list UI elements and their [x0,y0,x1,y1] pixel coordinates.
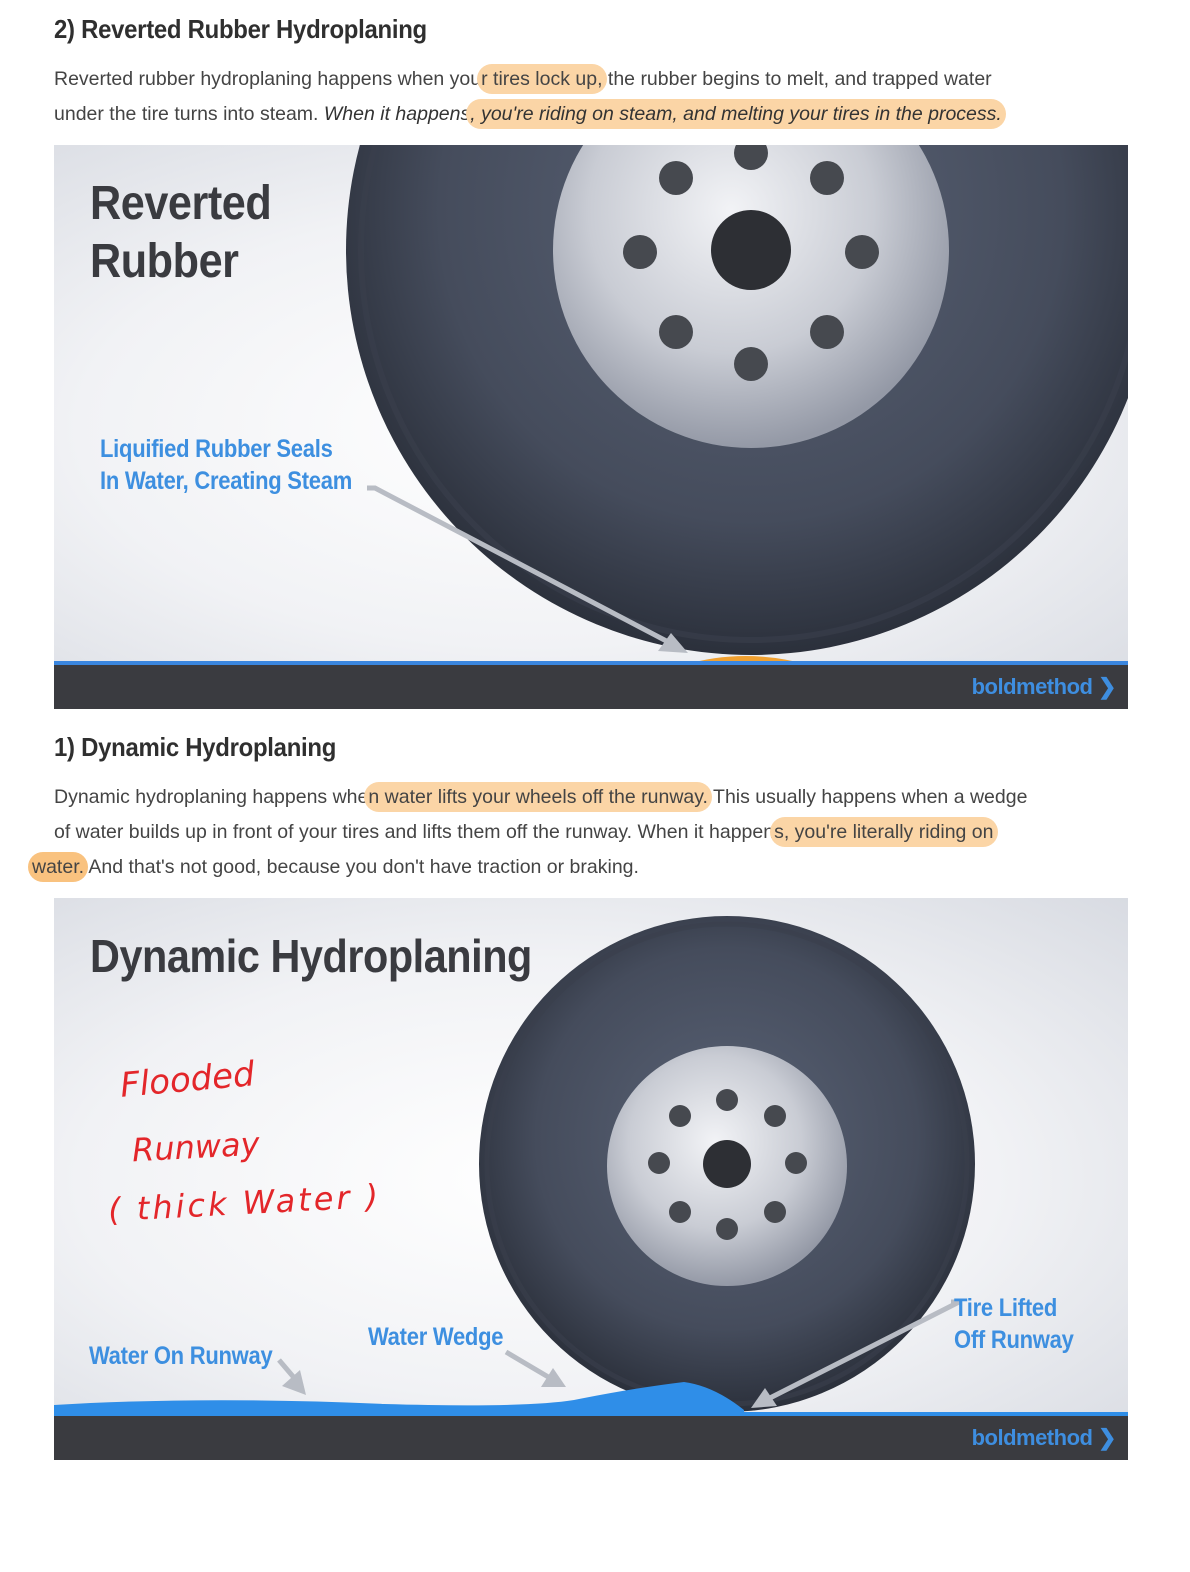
reverted-tire-illustration [54,145,1128,709]
callout-liquified-rubber: Liquified Rubber Seals In Water, Creatin… [100,433,352,497]
section-heading-dynamic: 1) Dynamic Hydroplaning [54,732,337,762]
wheel-hub [553,145,949,448]
section-heading-reverted: 2) Reverted Rubber Hydroplaning [54,14,427,44]
text-run: under the tire turns into steam. [54,103,324,125]
figure-title-line: Rubber [90,235,239,288]
highlight-water: water. [28,852,89,882]
highlight-riding-on-water: s, you're literally riding on [770,817,998,847]
text-run: Reverted rubber hydroplaning happens whe… [54,68,482,90]
highlight-water-lifts-wheels: n water lifts your wheels off the runway… [364,782,712,812]
callout-line: Water On Runway [89,1342,273,1370]
callout-line: Off Runway [954,1326,1074,1354]
dynamic-tire-illustration [54,916,1128,1418]
reverted-rubber-diagram: Reverted Rubber Liquified Rubber Seals I… [54,145,1128,709]
callout-water-on-runway: Water On Runway [89,1340,273,1372]
callout-line: In Water, Creating Steam [100,467,353,495]
figure-title: Dynamic Hydroplaning [90,930,532,982]
lug-holes [648,1089,807,1240]
runway-surface [54,1412,1128,1418]
text-run: Dynamic hydroplaning happens whe [54,786,369,808]
runway-surface [54,661,1128,665]
text-run: the rubber begins to melt, and trapped w… [602,68,992,90]
figure-title: Reverted Rubber [90,175,272,291]
boldmethod-logo: boldmethod ❯ [971,674,1117,699]
italic-text: When it happens [323,103,471,125]
callout-line: Liquified Rubber Seals [100,435,333,463]
callout-tire-lifted: Tire Lifted Off Runway [954,1292,1074,1356]
text-run: This usually happens when a wedge [707,786,1028,808]
callout-line: Water Wedge [368,1323,504,1351]
callout-water-wedge: Water Wedge [368,1321,503,1353]
paragraph-dynamic: Dynamic hydroplaning happens when water … [28,780,1134,885]
footer-bar: boldmethod ❯ [54,665,1128,709]
axle-hole [711,210,791,290]
boldmethod-logo: boldmethod ❯ [971,1425,1117,1450]
lug-holes [623,145,879,381]
dynamic-hydroplaning-diagram: Dynamic Hydroplaning Water On Runway Wat… [54,898,1128,1460]
tire-rim-line [358,145,1128,643]
highlight-tires-lock-up: r tires lock up, [477,64,607,94]
text-run: of water builds up in front of your tire… [54,821,775,843]
figure-title-line: Reverted [90,177,272,230]
footer-bar: boldmethod ❯ [54,1416,1128,1460]
text-run: And that's not good, because you don't h… [84,856,639,878]
callout-arrow [367,485,688,653]
callout-arrows [277,1299,961,1408]
axle-hole [703,1140,751,1188]
callout-line: Tire Lifted [954,1294,1058,1322]
highlight-riding-on-steam: , you're riding on steam, and melting yo… [466,99,1006,129]
water-layer [54,1382,744,1418]
handwritten-note-line: Runway [131,1124,261,1170]
paragraph-reverted: Reverted rubber hydroplaning happens whe… [54,62,1134,132]
